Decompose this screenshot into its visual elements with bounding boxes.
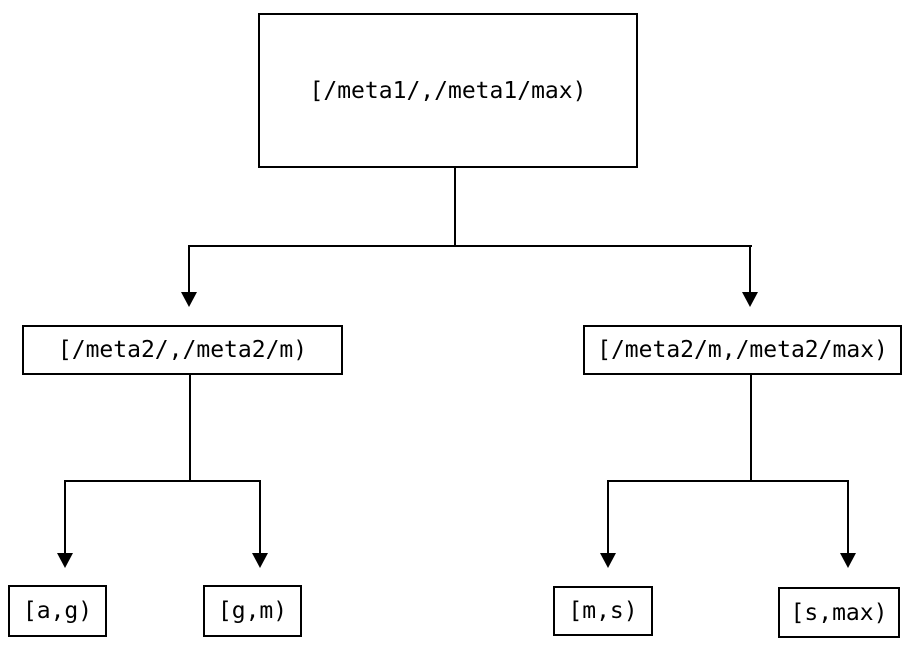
node-level2-left-label: [/meta2/,/meta2/m) <box>57 337 308 363</box>
arrowhead-icon <box>252 553 268 568</box>
connector-left-rightdrop <box>259 480 261 553</box>
node-leaf-m-s-label: [m,s) <box>568 598 638 624</box>
arrowhead-icon <box>742 292 758 307</box>
node-leaf-a-g-label: [a,g) <box>22 598 93 624</box>
connector-left-crossbar <box>64 480 261 482</box>
node-root-label: [/meta1/,/meta1/max) <box>309 77 587 104</box>
node-leaf-a-g: [a,g) <box>8 585 107 637</box>
connector-root-right-drop <box>749 245 751 293</box>
connector-root-crossbar <box>188 245 752 247</box>
connector-root-left-drop <box>188 245 190 293</box>
node-leaf-s-max-label: [s,max) <box>790 599 888 626</box>
connector-right-rightdrop <box>847 480 849 553</box>
node-leaf-g-m: [g,m) <box>203 585 302 637</box>
arrowhead-icon <box>181 292 197 307</box>
arrowhead-icon <box>57 553 73 568</box>
connector-left-stem <box>189 375 191 482</box>
node-leaf-m-s: [m,s) <box>553 586 653 636</box>
node-level2-right-label: [/meta2/m,/meta2/max) <box>597 337 888 363</box>
arrowhead-icon <box>840 553 856 568</box>
connector-left-leftdrop <box>64 480 66 553</box>
connector-right-stem <box>750 375 752 482</box>
node-leaf-g-m-label: [g,m) <box>217 598 288 624</box>
node-leaf-s-max: [s,max) <box>778 587 900 638</box>
connector-right-crossbar <box>607 480 849 482</box>
node-level2-right: [/meta2/m,/meta2/max) <box>583 325 902 375</box>
arrowhead-icon <box>600 553 616 568</box>
node-root: [/meta1/,/meta1/max) <box>258 13 638 168</box>
connector-right-leftdrop <box>607 480 609 553</box>
connector-root-stem <box>454 168 456 247</box>
node-level2-left: [/meta2/,/meta2/m) <box>22 325 343 375</box>
